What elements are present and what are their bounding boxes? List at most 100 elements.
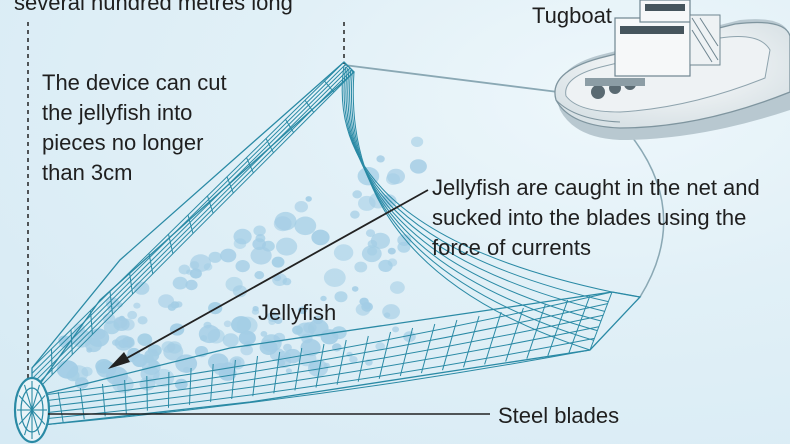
- blade-spoke: [23, 384, 33, 411]
- jellyfish-blob: [294, 216, 317, 236]
- jellyfish-blob: [220, 248, 237, 263]
- jellyfish-blob: [95, 359, 113, 374]
- jellyfish-blob: [361, 301, 373, 312]
- jellyfish-blob: [222, 333, 239, 348]
- jellyfish-blob: [143, 354, 154, 363]
- blade-spoke: [31, 409, 41, 436]
- jellyfish-blob: [250, 246, 272, 265]
- jellyfish-blob: [375, 342, 386, 351]
- jellyfish-blob: [240, 344, 253, 356]
- net-mesh-line: [336, 339, 347, 385]
- jellyfish-blob: [198, 324, 221, 344]
- net-mesh-line: [349, 69, 598, 332]
- jellyfish-blob: [365, 229, 376, 238]
- net-mesh-line: [343, 66, 609, 303]
- blade-spoke: [31, 384, 41, 411]
- jellyfish-blob: [292, 325, 303, 335]
- net-mesh-line: [38, 314, 604, 409]
- net-mesh-line: [611, 291, 641, 298]
- net-mesh-line: [41, 349, 591, 426]
- net-mesh-line: [341, 65, 613, 293]
- jellyfish-blob: [334, 291, 348, 303]
- net-mesh-line: [70, 329, 73, 355]
- jellyfish-blob: [320, 295, 327, 302]
- jellyfish-blob: [189, 268, 202, 279]
- net-mesh-line: [347, 68, 602, 322]
- net-mesh-line: [345, 67, 605, 312]
- net-mesh-line: [189, 367, 192, 405]
- jellyfish-blob: [172, 276, 188, 290]
- jellyfish-blob: [282, 277, 292, 286]
- jellyfish-blob: [133, 281, 150, 295]
- net-mesh-line: [547, 299, 569, 356]
- net-mesh-line: [273, 351, 281, 394]
- jellyfish-blob: [174, 378, 188, 390]
- jellyfish-blob: [285, 368, 292, 374]
- jellyfish-blob: [311, 229, 330, 246]
- blade-spoke: [18, 409, 33, 425]
- net-mesh-line: [35, 291, 613, 397]
- jellyfish-blob: [349, 356, 358, 364]
- net-mesh-line: [252, 355, 258, 397]
- net-mesh-line: [568, 295, 591, 354]
- jellyfish-blob: [151, 348, 158, 354]
- net-mesh-line: [420, 323, 436, 374]
- steel-blades-ring: [13, 376, 51, 444]
- jellyfish-blob: [236, 316, 258, 335]
- jellyfish-blob: [271, 256, 285, 268]
- net-mesh-line: [399, 327, 414, 377]
- jellyfish-blob: [370, 232, 390, 249]
- jellyfish-blob: [268, 318, 276, 325]
- net-mesh-line: [350, 70, 594, 341]
- jellyfish-blob: [137, 316, 148, 325]
- net-lower-wing: [35, 291, 642, 426]
- jellyfish-blob: [137, 333, 153, 347]
- net-mesh-line: [168, 233, 174, 254]
- jellyfish-blob: [86, 347, 93, 353]
- net-mesh-line: [40, 337, 595, 420]
- jellyfish-label: Jellyfish: [258, 300, 337, 325]
- net-mesh-line: [324, 80, 335, 93]
- net-length-caption: several hundred metres long: [14, 0, 293, 15]
- jellyfish-blob: [189, 261, 200, 270]
- blade-spoke: [23, 409, 33, 436]
- tugboat-illustration: [554, 0, 790, 141]
- net-mesh-line: [343, 61, 355, 73]
- net-mesh-line: [357, 335, 369, 382]
- jellyfish-blob: [403, 331, 416, 343]
- jellyfish-blob: [238, 330, 256, 346]
- jellyfish-blob: [260, 331, 268, 337]
- jellyfish-blob: [233, 238, 247, 250]
- net-mesh-line: [226, 176, 234, 194]
- jellyfish-blob: [298, 306, 308, 315]
- net-mesh-line: [102, 383, 106, 417]
- net-mesh-line: [148, 253, 154, 274]
- jellyfish-blob: [174, 301, 183, 308]
- jellyfish-blob: [186, 269, 193, 275]
- jellyfish-blob: [235, 260, 250, 273]
- jellyfish-blob: [376, 155, 385, 163]
- net-mesh-line: [285, 119, 295, 133]
- jellyfish-blob: [167, 341, 182, 354]
- jellyfish-blob: [203, 263, 213, 271]
- net-mesh-line: [265, 138, 274, 154]
- net-mesh-line: [39, 326, 599, 414]
- jellyfish-blob: [397, 241, 411, 253]
- net-mesh-line: [109, 291, 113, 315]
- net-mesh-line: [210, 363, 214, 402]
- jellyfish-pointer: [119, 189, 429, 363]
- jellyfish-blob: [352, 190, 363, 199]
- jellyfish-blob: [140, 366, 160, 383]
- steel-blades-label: Steel blades: [498, 403, 620, 428]
- net-mesh-line: [51, 348, 53, 375]
- net-mesh-line: [352, 71, 591, 351]
- device-description: The device can cut the jellyfish into pi…: [42, 70, 227, 185]
- net-mesh-line: [129, 272, 134, 295]
- jellyfish-blob: [223, 320, 232, 328]
- net-mesh-line: [378, 331, 391, 379]
- net-mesh-line: [484, 311, 502, 365]
- jellyfish-blob: [208, 251, 222, 263]
- jellyfish-blob: [185, 279, 198, 291]
